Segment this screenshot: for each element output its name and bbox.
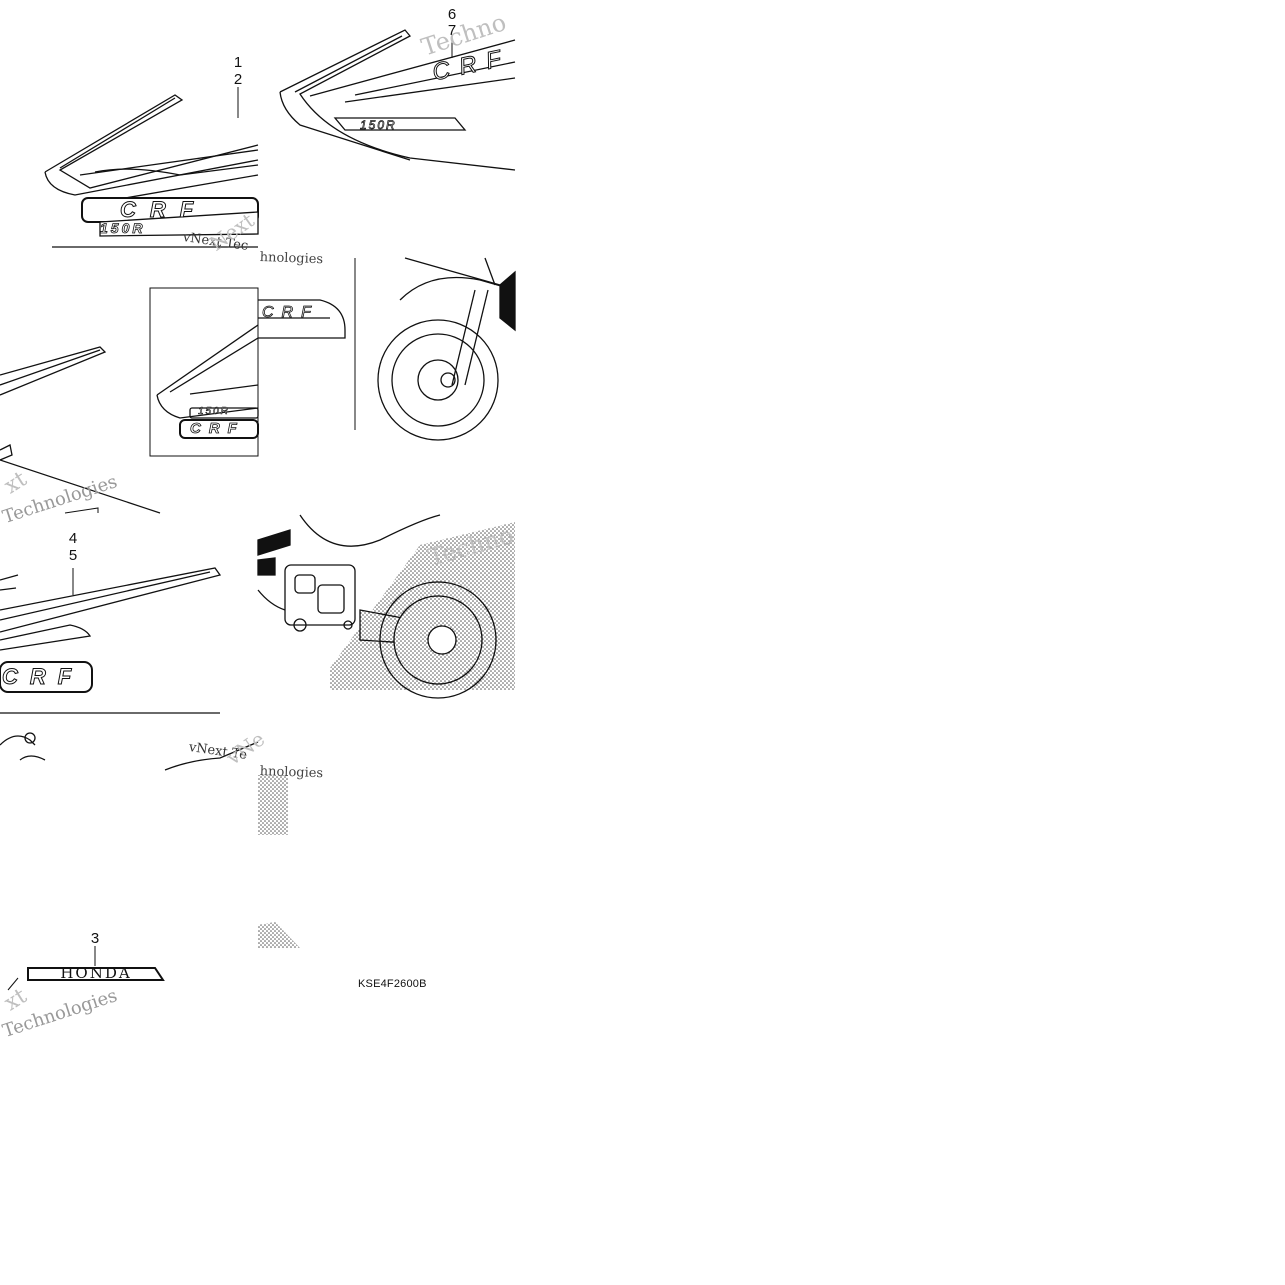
callout-2: 2 (233, 71, 243, 88)
decal-text-crf-c: CRF (190, 420, 245, 438)
watermark-10: hnologies (259, 764, 324, 782)
decal-text-crf-e: CRF (262, 304, 319, 322)
decal-shroud-right-top (279, 29, 516, 171)
callout-3: 3 (90, 930, 100, 947)
rear-wheel-detail (257, 514, 515, 699)
decal-text-crf-d: CRF (1, 664, 84, 690)
honda-emblem (7, 946, 165, 991)
decal-text-crf-a: CRF (119, 197, 208, 223)
callout-5: 5 (68, 547, 78, 564)
decal-side-middle-left (0, 287, 259, 514)
watermark-3: hnologies (259, 250, 324, 268)
decal-text-model-c: 150R (198, 406, 230, 418)
honda-emblem-text: HONDA (60, 964, 132, 982)
decal-text-model-a: 150R (100, 220, 146, 237)
diagram-code: KSE4F2600B (358, 978, 427, 990)
callout-6: 6 (447, 6, 457, 23)
decal-shroud-left-top (44, 87, 259, 248)
callout-1: 1 (233, 54, 243, 71)
callout-4: 4 (68, 530, 78, 547)
callout-7: 7 (447, 22, 457, 39)
decal-text-model-b: 150R (360, 118, 397, 133)
front-wheel-detail (258, 257, 516, 441)
decal-tank-lower-left (0, 567, 259, 771)
detail-fragment-bottom (258, 775, 300, 948)
